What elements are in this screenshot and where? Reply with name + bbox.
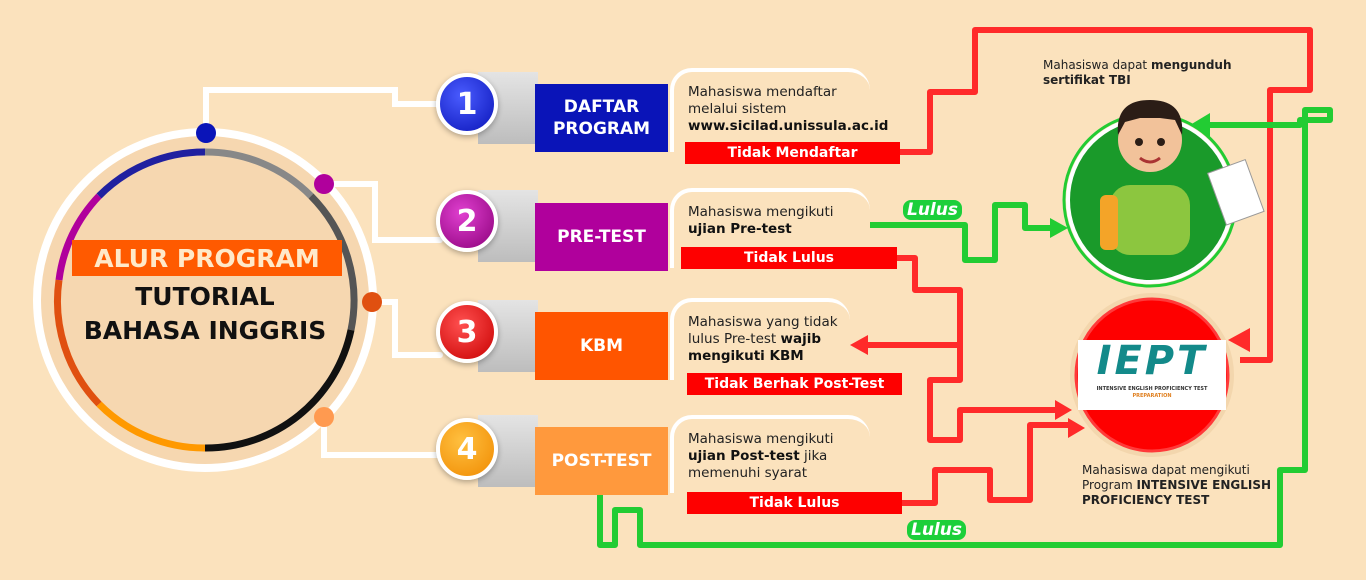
step-1-fail: Tidak Mendaftar (685, 142, 900, 164)
dot-2 (314, 174, 334, 194)
step-4-fail: Tidak Lulus (687, 492, 902, 514)
step-1-label: DAFTAR PROGRAM (535, 84, 668, 152)
title-banner: ALUR PROGRAM (72, 240, 342, 276)
iept-logo-sub2: PREPARATION (1132, 393, 1172, 399)
iept-note: Mahasiswa dapat mengikuti Program INTENS… (1082, 463, 1272, 507)
step-3-fail: Tidak Berhak Post-Test (687, 373, 902, 395)
step-2-fail: Tidak Lulus (681, 247, 897, 269)
step-3-label: KBM (535, 312, 668, 380)
pass-label-pretest: Lulus (903, 200, 962, 220)
step-3-card: Mahasiswa yang tidak lulus Pre-test waji… (670, 298, 850, 380)
dot-3 (362, 292, 382, 312)
iept-logo-title: IEPT (1096, 338, 1208, 384)
iept-logo-subtitle: INTENSIVE ENGLISH PROFICIENCY TEST (1096, 386, 1208, 392)
student-illustration-icon (1100, 100, 1265, 255)
title-line2: BAHASA INGGRIS (83, 316, 327, 345)
step-2-label: PRE-TEST (535, 203, 668, 271)
step-1-number: 1 (436, 73, 498, 135)
certificate-note: Mahasiswa dapat mengunduh sertifikat TBI (1043, 58, 1232, 87)
title-line1: TUTORIAL (135, 282, 275, 311)
dot-1 (196, 123, 216, 143)
step-4-number: 4 (436, 418, 498, 480)
step-2-number: 2 (436, 190, 498, 252)
dot-4 (314, 407, 334, 427)
pass-label-posttest: Lulus (907, 520, 966, 540)
step-3-number: 3 (436, 301, 498, 363)
step-4-label: POST-TEST (535, 427, 668, 495)
